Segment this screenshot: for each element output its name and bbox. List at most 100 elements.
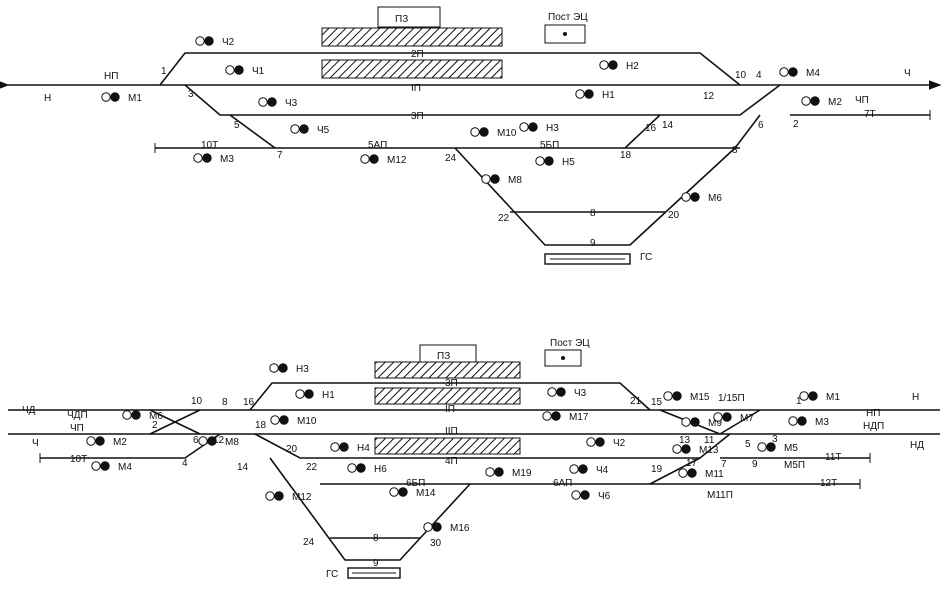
hump-loop-b [269,457,471,561]
switch-number: 14 [237,462,249,473]
signal-label: М10 [297,416,317,427]
signal: Ч3 [258,97,298,109]
signal-lamp-icon [571,490,581,500]
signal-lamp-icon [258,97,268,107]
switch-number: 19 [651,464,663,475]
track-label: ГС [640,252,652,263]
signal-lamp-icon [193,153,203,163]
connector-16-18 [624,114,661,149]
signal-label: Ч2 [613,438,626,449]
switch-number: 21 [630,396,642,407]
signal: М6 [122,410,163,422]
signal-label: М16 [450,523,470,534]
signal-lamp-icon [584,89,594,99]
switch-number: 6 [758,120,764,131]
signal-label: Н6 [374,464,387,475]
signal-lamp-icon [586,437,596,447]
signal-lamp-icon [490,174,500,184]
signal-label: Н3 [546,123,559,134]
building-label: ПЗ [395,14,408,25]
connector-19-17 [649,457,701,485]
signal: М1 [101,92,142,104]
signal-label: М2 [113,437,127,448]
track-label: 6БП [406,478,425,489]
signal-lamp-icon [810,96,820,106]
signal-label: М3 [815,417,829,428]
switch-number: 30 [430,538,442,549]
signal-lamp-icon [535,156,545,166]
signal: Ч1 [225,65,265,77]
switch-number: 15 [651,397,663,408]
signal-lamp-icon [494,467,504,477]
signal-lamp-icon [681,444,691,454]
track-label: НП [866,408,880,419]
signal: М10 [270,415,317,427]
post-dot-icon [563,32,567,36]
signal-lamp-icon [95,436,105,446]
signal-label: М8 [508,175,522,186]
signal-lamp-icon [519,122,529,132]
switch-number: 8 [732,145,738,156]
switch-number: 6 [193,435,199,446]
signal-label: Н1 [602,90,615,101]
signal-label: М12 [387,155,407,166]
signal-lamp-icon [578,464,588,474]
switch-number: 4 [756,70,762,81]
track-label: 8 [590,208,596,219]
signal-label: Н1 [322,390,335,401]
signal-lamp-icon [788,67,798,77]
signal: М4 [779,67,820,79]
track-label: 2П [411,49,424,60]
connector-6-8 [734,114,761,149]
signal-lamp-icon [575,89,585,99]
track-label: Н [44,93,51,104]
signal-lamp-icon [608,60,618,70]
signal-lamp-icon [234,65,244,75]
signal-label: М17 [569,412,589,423]
signal-lamp-icon [528,122,538,132]
switch-number: 5 [745,439,751,450]
signal: М1 [799,391,840,403]
track-label: 5БП [540,140,559,151]
signal-lamp-icon [779,67,789,77]
signal-lamp-icon [204,36,214,46]
signal: М2 [86,436,127,448]
switch-number: 18 [620,150,632,161]
track-label: Ч [904,68,911,79]
track-label: 11Т [825,452,842,463]
track-label: ЧП [70,423,84,434]
track-label: НП [104,71,118,82]
track-label: ЧДП [67,410,88,421]
signal-label: М11 [705,469,724,480]
signal-lamp-icon [481,174,491,184]
building-label-2: ПЗ [437,351,450,362]
track-label: 9 [373,558,379,569]
switch-number: 22 [306,462,318,473]
track-label: 12Т [820,478,837,489]
switch-number: 7 [277,150,283,161]
signal-label: М1 [826,392,840,403]
platform-4 [374,387,521,405]
signal-lamp-icon [479,127,489,137]
platform-1 [321,27,503,47]
signal: Ч5 [290,124,330,136]
signal-label: М10 [497,128,517,139]
track-label: 9 [590,238,596,249]
signal-label: М7 [740,413,754,424]
signal-lamp-icon [347,463,357,473]
signal-lamp-icon [279,415,289,425]
track-label: IIП [445,426,458,437]
signal-label: Ч2 [222,37,235,48]
signal-label: Ч4 [596,465,609,476]
switch-number: 10 [191,396,203,407]
signal: М15 [663,391,710,403]
track-label: М5П [784,460,805,471]
track-label: Н [912,392,919,403]
signal-lamp-icon [722,412,732,422]
signal: М14 [389,487,436,499]
signal-label: М8 [225,437,239,448]
platform-2 [321,59,503,79]
